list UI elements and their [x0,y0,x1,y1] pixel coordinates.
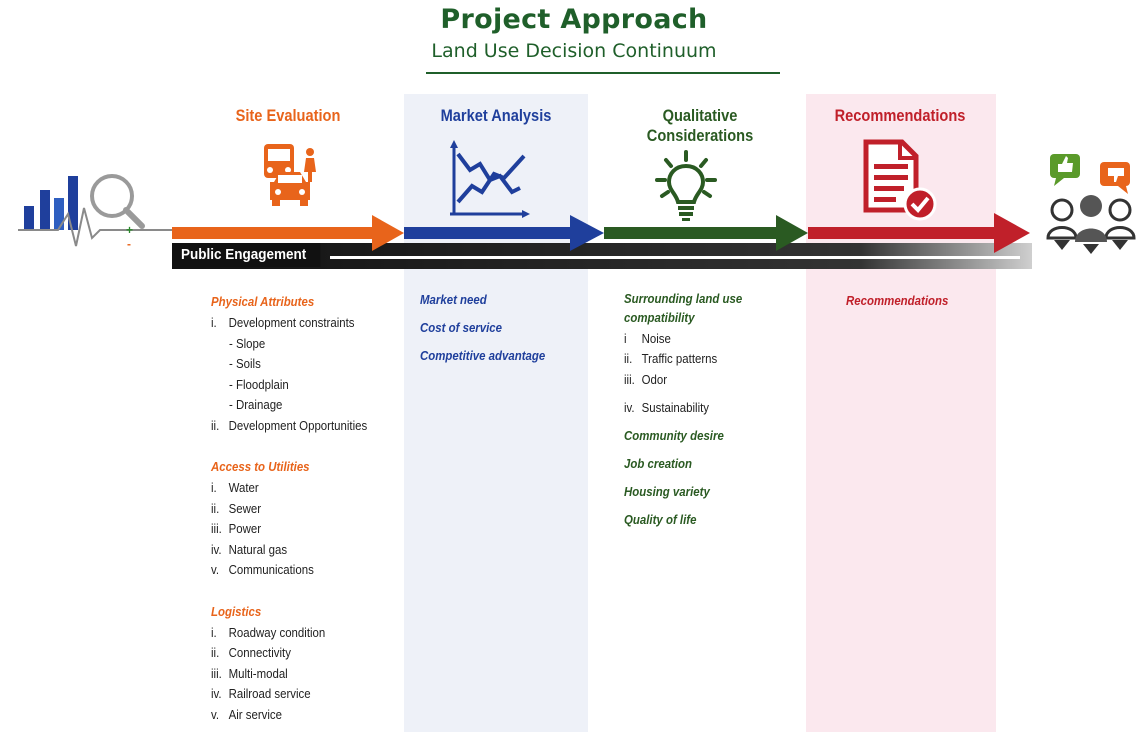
market-item-competitive-advantage: Competitive advantage [420,348,546,363]
group-heading-physical-attributes: Physical Attributes [211,294,315,309]
list-item: iv.Sustainability [624,400,710,415]
bus-car-pedestrian-icon [264,144,316,206]
qualitative-item-community-desire: Community desire [624,428,724,443]
list-item: v.Communications [211,562,314,577]
people-feedback-icon [1046,154,1136,254]
qualitative-item-job-creation: Job creation [624,456,693,471]
site-evaluation-list: Physical Attributes i.Development constr… [211,294,401,730]
list-item: iii.Multi-modal [211,666,288,681]
arrowhead-site-evaluation [372,215,404,251]
group-heading-access-to-utilities: Access to Utilities [211,459,310,474]
public-engagement-label: Public Engagement [172,243,321,267]
phase-title-site-evaluation: Site Evaluation [235,106,341,125]
market-analysis-list: Market need Cost of service Competitive … [420,292,595,372]
list-item: ii.Connectivity [211,645,291,660]
svg-text:+: + [126,223,133,237]
list-item: ii.Sewer [211,501,262,516]
market-column-background [404,94,588,732]
phase-title-recommendations: Recommendations [834,106,966,125]
phase-title-qualitative-considerations: Qualitative Considerations [624,106,775,146]
engagement-bar-highlight [330,256,1020,259]
list-item: - Floodplain [229,377,289,392]
market-item-cost-of-service: Cost of service [420,320,503,335]
list-item: iii.Power [211,521,262,536]
line-chart-icon [450,140,530,218]
list-item: i.Development constraints [211,315,355,330]
group-heading-logistics: Logistics [211,604,262,619]
phase-title-market-analysis: Market Analysis [440,106,552,125]
arrow-qualitative-considerations [604,227,780,239]
document-check-icon [863,139,937,221]
page-title: Project Approach [440,4,708,35]
list-item: i.Roadway condition [211,625,326,640]
list-item: iv.Natural gas [211,542,288,557]
arrow-recommendations [808,227,998,239]
list-item: - Drainage [229,397,283,412]
list-item: iv.Railroad service [211,686,311,701]
list-item: v.Air service [211,707,283,722]
lightbulb-icon [655,150,717,221]
market-item-market-need: Market need [420,292,487,307]
list-item: ii.Development Opportunities [211,418,368,433]
qualitative-heading-line1: Surrounding land use [624,291,743,306]
list-item: - Soils [229,356,261,371]
phase-title-qualitative-line2: Considerations [646,126,754,145]
list-item: - Slope [229,336,266,351]
list-item: iii.Odor [624,372,668,387]
recommendations-item: Recommendations [846,293,949,308]
arrowhead-qualitative-considerations [776,215,808,251]
phase-title-qualitative-line1: Qualitative [662,106,738,125]
qualitative-item-quality-of-life: Quality of life [624,512,697,527]
arrow-site-evaluation [172,227,378,239]
arrowhead-market-analysis [570,215,604,251]
bar-chart-magnifier-icon: + - [18,174,178,251]
svg-text:-: - [127,237,131,251]
list-item: i.Water [211,480,259,495]
qualitative-item-housing-variety: Housing variety [624,484,710,499]
title-divider [426,72,780,74]
recommendations-list: Recommendations [846,293,991,317]
list-item: ii.Traffic patterns [624,351,718,366]
page-subtitle: Land Use Decision Continuum [431,40,717,62]
arrowhead-recommendations [994,213,1030,253]
arrow-market-analysis [404,227,572,239]
qualitative-heading-line2: compatibility [624,310,695,325]
